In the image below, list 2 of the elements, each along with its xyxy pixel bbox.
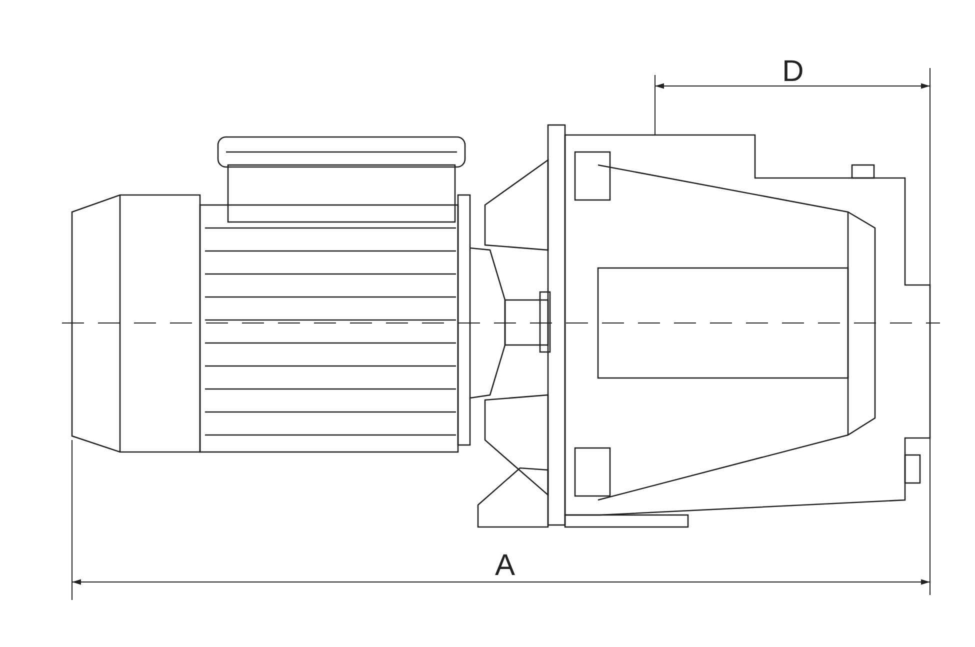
dimension-label: D (782, 57, 804, 87)
dimension-label: A (495, 551, 515, 581)
